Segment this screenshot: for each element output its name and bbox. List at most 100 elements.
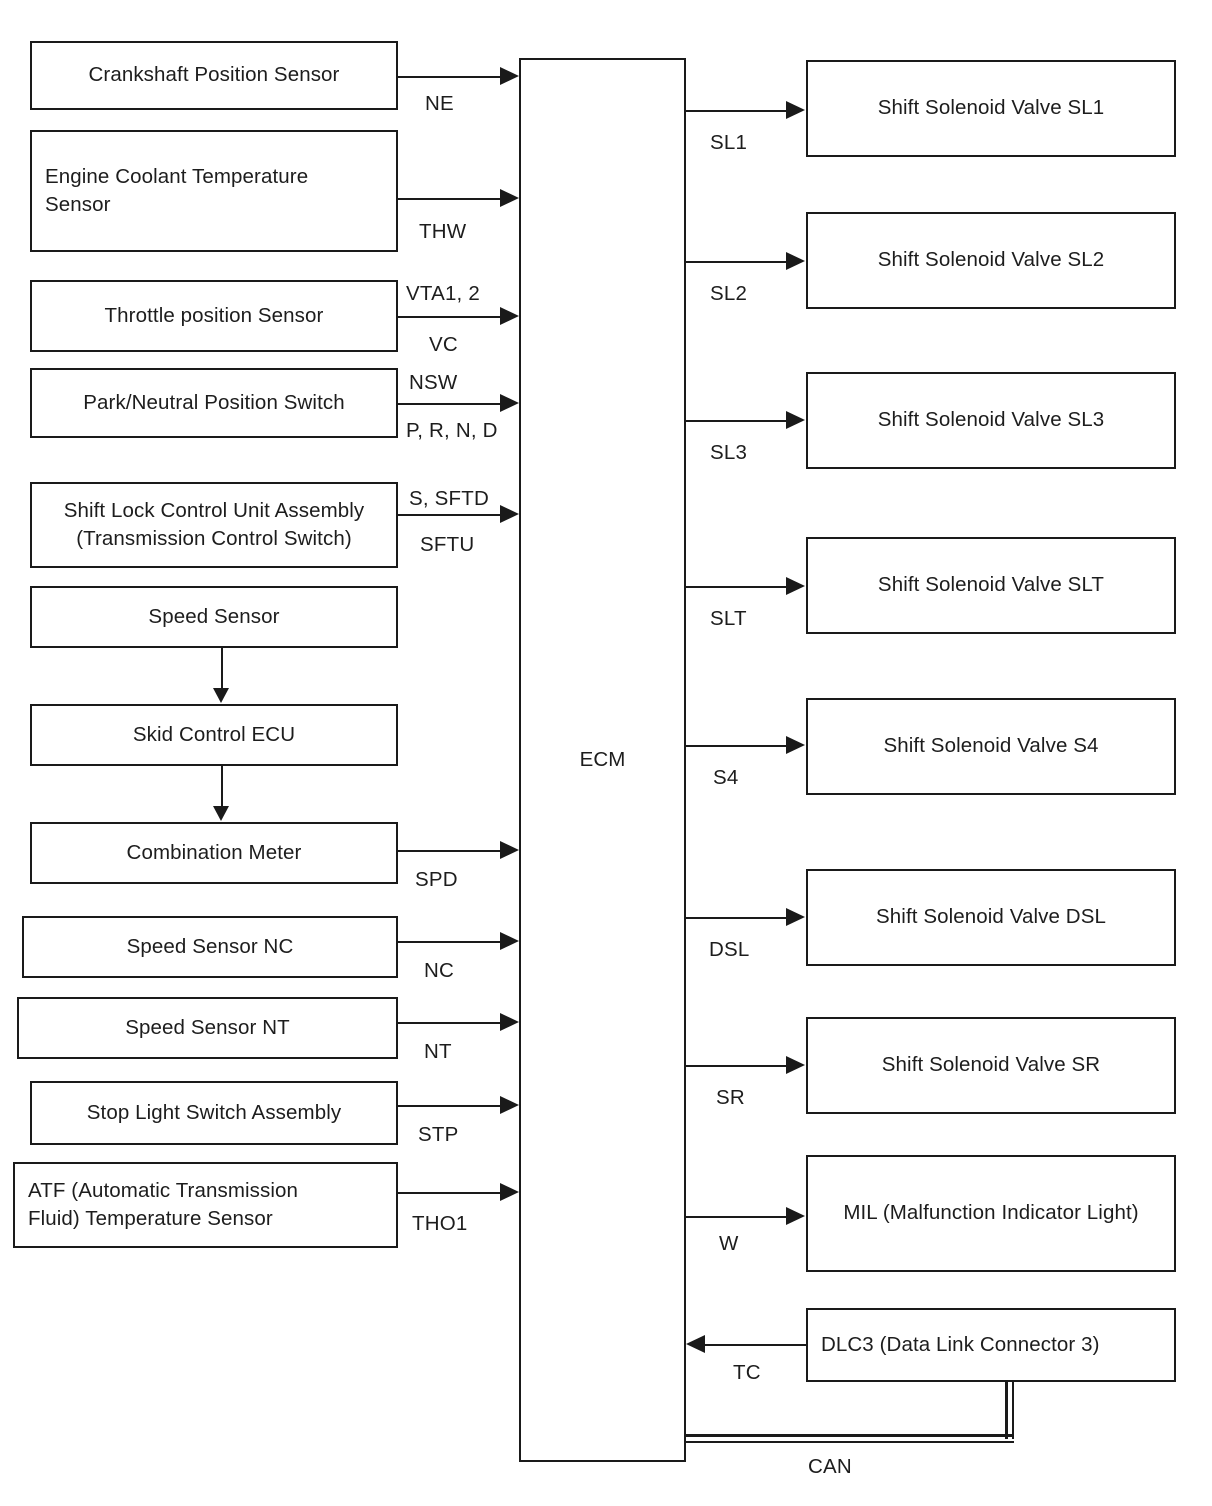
node-shift-lock-control-unit-assembly[interactable]: Shift Lock Control Unit Assembly (Transm… — [30, 482, 398, 568]
node-label: Park/Neutral Position Switch — [83, 390, 345, 414]
connector-slt — [686, 586, 787, 588]
signal-label-vta: VTA1, 2 — [406, 282, 480, 305]
node-crankshaft-position-sensor[interactable]: Crankshaft Position Sensor — [30, 41, 398, 110]
can-bus-vertical — [1005, 1382, 1014, 1439]
node-speed-sensor-nt[interactable]: Speed Sensor NT — [17, 997, 398, 1059]
connector-nc — [398, 941, 501, 943]
node-shift-solenoid-valve-sr[interactable]: Shift Solenoid Valve SR — [806, 1017, 1176, 1114]
node-throttle-position-sensor[interactable]: Throttle position Sensor — [30, 280, 398, 352]
arrowhead-sr — [786, 1056, 805, 1074]
node-shift-solenoid-valve-sl2[interactable]: Shift Solenoid Valve SL2 — [806, 212, 1176, 309]
node-shift-solenoid-valve-sl3[interactable]: Shift Solenoid Valve SL3 — [806, 372, 1176, 469]
arrowhead-nt — [500, 1013, 519, 1031]
node-label: Shift Solenoid Valve DSL — [876, 905, 1106, 929]
node-label: ATF (Automatic Transmission — [28, 1178, 299, 1202]
node-label: (Transmission Control Switch) — [76, 527, 352, 550]
signal-label-vc: VC — [429, 333, 458, 356]
signal-label-s4: S4 — [713, 766, 739, 789]
signal-label-dsl: DSL — [709, 938, 750, 961]
connector-skid-to-meter — [221, 766, 223, 807]
node-label: Shift Solenoid Valve S4 — [883, 734, 1099, 758]
node-shift-solenoid-valve-sl1[interactable]: Shift Solenoid Valve SL1 — [806, 60, 1176, 157]
node-label: Sensor — [45, 193, 111, 216]
signal-label-prnd: P, R, N, D — [406, 419, 498, 442]
signal-label-slt: SLT — [710, 607, 747, 630]
arrowhead-tho1 — [500, 1183, 519, 1201]
connector-tc — [705, 1344, 806, 1346]
node-speed-sensor[interactable]: Speed Sensor — [30, 586, 398, 648]
node-atf-temperature-sensor[interactable]: ATF (Automatic Transmission Fluid) Tempe… — [13, 1162, 398, 1248]
connector-speed-to-skid — [221, 648, 223, 689]
can-bus-horizontal — [686, 1434, 1014, 1443]
signal-label-sl1: SL1 — [710, 131, 748, 154]
signal-label-nt: NT — [424, 1040, 452, 1063]
node-label: Stop Light Switch Assembly — [86, 1100, 342, 1124]
arrowhead-sl2 — [786, 252, 805, 270]
node-label: Engine Coolant Temperature — [45, 164, 309, 188]
arrowhead-w — [786, 1207, 805, 1225]
signal-label-sftu: SFTU — [420, 533, 475, 556]
signal-label-nc: NC — [424, 959, 455, 982]
arrowhead-skid-to-meter — [213, 806, 229, 821]
connector-thw — [398, 198, 501, 200]
arrowhead-nsw — [500, 394, 519, 412]
signal-label-sl2: SL2 — [710, 282, 748, 305]
node-label: Shift Solenoid Valve SL2 — [877, 248, 1105, 272]
node-mil-malfunction-indicator-light[interactable]: MIL (Malfunction Indicator Light) — [806, 1155, 1176, 1272]
signal-label-stp: STP — [418, 1123, 459, 1146]
node-shift-solenoid-valve-dsl[interactable]: Shift Solenoid Valve DSL — [806, 869, 1176, 966]
arrowhead-sftd — [500, 505, 519, 523]
arrowhead-speed-to-skid — [213, 688, 229, 703]
ecm-block[interactable]: ECM — [519, 58, 686, 1462]
signal-label-sr: SR — [716, 1086, 745, 1109]
node-label: Shift Solenoid Valve SL3 — [877, 408, 1105, 432]
connector-w — [686, 1216, 787, 1218]
signal-label-nsw: NSW — [409, 371, 458, 394]
arrowhead-slt — [786, 577, 805, 595]
signal-label-spd: SPD — [415, 868, 458, 891]
connector-nsw — [398, 403, 501, 405]
arrowhead-ne — [500, 67, 519, 85]
connector-sl2 — [686, 261, 787, 263]
node-label: Shift Solenoid Valve SL1 — [877, 96, 1105, 120]
signal-label-sl3: SL3 — [710, 441, 748, 464]
node-park-neutral-position-switch[interactable]: Park/Neutral Position Switch — [30, 368, 398, 438]
node-label: Shift Solenoid Valve SLT — [877, 573, 1105, 597]
node-speed-sensor-nc[interactable]: Speed Sensor NC — [22, 916, 398, 978]
arrowhead-tc — [686, 1335, 705, 1353]
node-label: Shift Lock Control Unit Assembly — [63, 498, 365, 522]
connector-sr — [686, 1065, 787, 1067]
node-label: MIL (Malfunction Indicator Light) — [843, 1201, 1139, 1225]
node-combination-meter[interactable]: Combination Meter — [30, 822, 398, 884]
node-label: Speed Sensor — [148, 604, 280, 628]
arrowhead-sl3 — [786, 411, 805, 429]
arrowhead-dsl — [786, 908, 805, 926]
node-label: Speed Sensor NT — [125, 1015, 290, 1039]
connector-s4 — [686, 745, 787, 747]
arrowhead-nc — [500, 932, 519, 950]
can-bus-label: CAN — [808, 1455, 852, 1478]
node-skid-control-ecu[interactable]: Skid Control ECU — [30, 704, 398, 766]
node-label: Crankshaft Position Sensor — [88, 63, 340, 87]
signal-label-tho1: THO1 — [412, 1212, 468, 1235]
signal-label-ne: NE — [425, 92, 454, 115]
node-shift-solenoid-valve-s4[interactable]: Shift Solenoid Valve S4 — [806, 698, 1176, 795]
connector-tho1 — [398, 1192, 501, 1194]
signal-label-thw: THW — [419, 220, 467, 243]
connector-nt — [398, 1022, 501, 1024]
arrowhead-s4 — [786, 736, 805, 754]
connector-sftd — [398, 514, 501, 516]
arrowhead-vta — [500, 307, 519, 325]
node-dlc3-data-link-connector-3[interactable]: DLC3 (Data Link Connector 3) — [806, 1308, 1176, 1382]
node-stop-light-switch-assembly[interactable]: Stop Light Switch Assembly — [30, 1081, 398, 1145]
node-engine-coolant-temperature-sensor[interactable]: Engine Coolant Temperature Sensor — [30, 130, 398, 252]
node-label: DLC3 (Data Link Connector 3) — [821, 1332, 1100, 1356]
node-shift-solenoid-valve-slt[interactable]: Shift Solenoid Valve SLT — [806, 537, 1176, 634]
arrowhead-stp — [500, 1096, 519, 1114]
node-label: Speed Sensor NC — [126, 934, 294, 958]
signal-label-tc: TC — [733, 1361, 761, 1384]
connector-vta — [398, 316, 501, 318]
connector-ne — [398, 76, 501, 78]
connector-dsl — [686, 917, 787, 919]
